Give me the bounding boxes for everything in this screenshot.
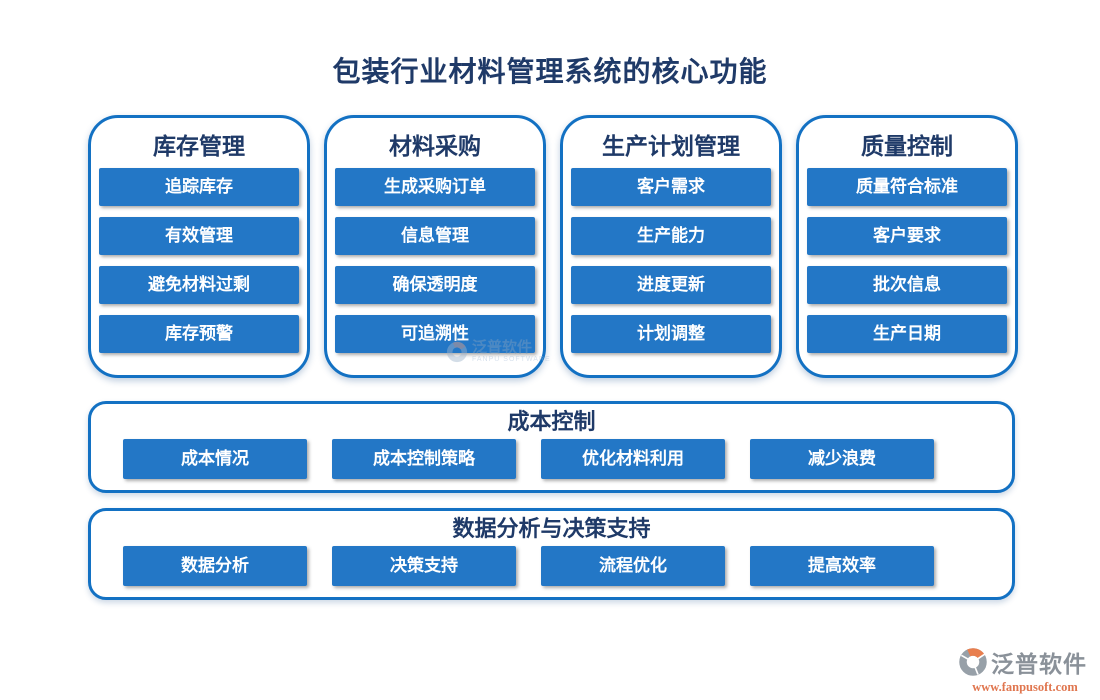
feature-box: 成本控制策略 — [332, 439, 516, 479]
column-header: 生产计划管理 — [602, 133, 740, 159]
column-material-procurement: 材料采购 生成采购订单 信息管理 确保透明度 可追溯性 — [324, 115, 546, 378]
feature-columns: 库存管理 追踪库存 有效管理 避免材料过剩 库存预警 材料采购 生成采购订单 信… — [88, 115, 1020, 378]
section-row: 数据分析 决策支持 流程优化 提高效率 — [91, 546, 1012, 586]
feature-box: 流程优化 — [541, 546, 725, 586]
section-header: 数据分析与决策支持 — [452, 516, 651, 541]
feature-box: 确保透明度 — [335, 266, 535, 304]
feature-box: 成本情况 — [123, 439, 307, 479]
feature-box: 生成采购订单 — [335, 168, 535, 206]
feature-box: 计划调整 — [571, 315, 771, 353]
feature-box: 可追溯性 — [335, 315, 535, 353]
feature-box: 有效管理 — [99, 217, 299, 255]
feature-box: 数据分析 — [123, 546, 307, 586]
feature-box: 提高效率 — [750, 546, 934, 586]
section-header: 成本控制 — [507, 409, 596, 434]
feature-box: 信息管理 — [335, 217, 535, 255]
feature-box: 进度更新 — [571, 266, 771, 304]
feature-box: 生产日期 — [807, 315, 1007, 353]
column-production-planning: 生产计划管理 客户需求 生产能力 进度更新 计划调整 — [560, 115, 782, 378]
footer-brand-url: www.fanpusoft.com — [972, 680, 1078, 694]
column-inventory-management: 库存管理 追踪库存 有效管理 避免材料过剩 库存预警 — [88, 115, 310, 378]
feature-box: 生产能力 — [571, 217, 771, 255]
page-title: 包装行业材料管理系统的核心功能 — [332, 56, 768, 87]
feature-box: 优化材料利用 — [541, 439, 725, 479]
feature-box: 避免材料过剩 — [99, 266, 299, 304]
feature-box: 库存预警 — [99, 315, 299, 353]
column-header: 材料采购 — [389, 133, 481, 159]
feature-box: 客户需求 — [571, 168, 771, 206]
feature-box: 减少浪费 — [750, 439, 934, 479]
fanpu-logo-icon — [959, 648, 987, 676]
section-data-analysis: 数据分析与决策支持 数据分析 决策支持 流程优化 提高效率 — [88, 508, 1015, 600]
fanpu-footer-logo: 泛普软件 www.fanpusoft.com — [958, 645, 1092, 695]
column-quality-control: 质量控制 质量符合标准 客户要求 批次信息 生产日期 — [796, 115, 1018, 378]
feature-box: 批次信息 — [807, 266, 1007, 304]
feature-box: 客户要求 — [807, 217, 1007, 255]
section-cost-control: 成本控制 成本情况 成本控制策略 优化材料利用 减少浪费 — [88, 401, 1015, 493]
column-header: 质量控制 — [861, 133, 953, 159]
column-header: 库存管理 — [153, 133, 245, 159]
section-row: 成本情况 成本控制策略 优化材料利用 减少浪费 — [91, 439, 1012, 479]
feature-box: 决策支持 — [332, 546, 516, 586]
feature-box: 追踪库存 — [99, 168, 299, 206]
feature-box: 质量符合标准 — [807, 168, 1007, 206]
footer-brand-name: 泛普软件 — [991, 651, 1087, 677]
